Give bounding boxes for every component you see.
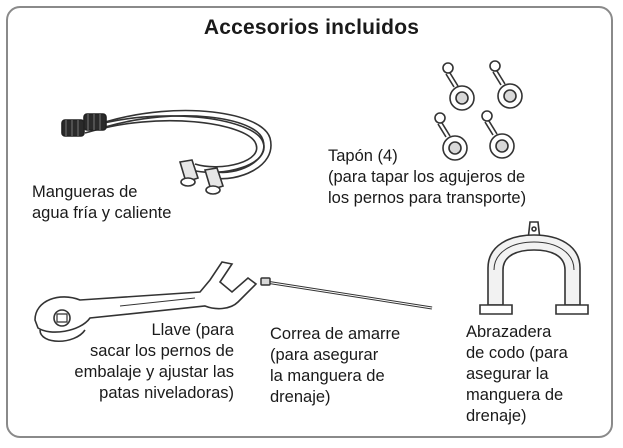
elbow-clamp-icon bbox=[479, 221, 589, 315]
cable-tie-label: Correa de amarre (para asegurar la mangu… bbox=[270, 325, 401, 406]
accessories-panel bbox=[6, 6, 613, 438]
wrench-icon bbox=[34, 261, 258, 342]
elbow-clamp-label: Abrazadera de codo (para asegurar la man… bbox=[466, 323, 568, 425]
panel-title: Accesorios incluidos bbox=[203, 16, 420, 39]
water-hoses-label: Mangueras de agua fría y caliente bbox=[32, 183, 172, 222]
transport-plug-label: Tapón (4) (para tapar los agujeros de lo… bbox=[328, 147, 527, 207]
water-hoses-icon bbox=[61, 109, 272, 195]
wrench-label: Llave (para sacar los pernos de embalaje… bbox=[74, 321, 234, 402]
transport-plug-icon bbox=[434, 60, 523, 161]
cable-tie-icon bbox=[260, 277, 433, 310]
